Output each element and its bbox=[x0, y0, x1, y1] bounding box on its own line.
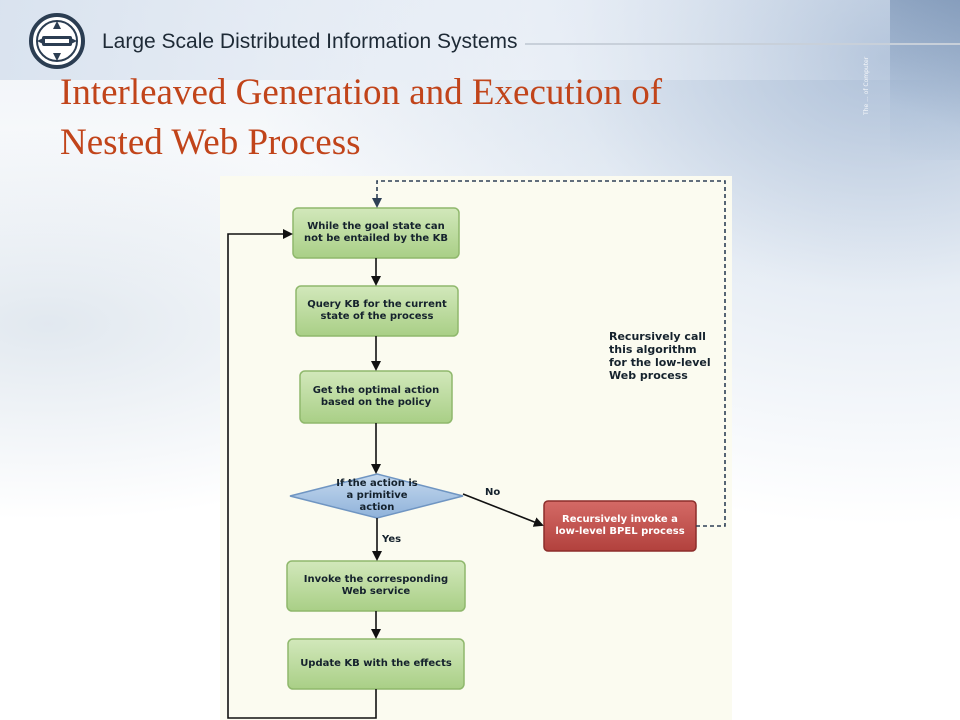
node-while-goal-label: While the goal state can not be entailed… bbox=[303, 221, 449, 244]
flowchart: While the goal state can not be entailed… bbox=[220, 176, 732, 720]
slide-title-line-1: Interleaved Generation and Execution of bbox=[60, 72, 663, 113]
slide-title-line-2: Nested Web Process bbox=[60, 122, 361, 163]
node-get-action-label: Get the optimal action based on the poli… bbox=[312, 385, 440, 408]
corner-art: The ... of Computer Science ... Any ... … bbox=[863, 0, 960, 160]
flowchart-svg bbox=[227, 180, 726, 719]
edge-update-loop-back bbox=[227, 229, 377, 719]
edge-label-yes: Yes bbox=[382, 534, 402, 545]
node-recursive-label: Recursively invoke a low-level BPEL proc… bbox=[555, 514, 685, 537]
node-query-kb bbox=[295, 285, 459, 337]
corner-text: The ... of Computer Science ... Any ... … bbox=[863, 55, 960, 115]
edge-label-no: No bbox=[485, 487, 501, 498]
recursion-note: Recursively call this algorithm for the … bbox=[609, 330, 711, 382]
edge-decision-to-recursive bbox=[462, 493, 544, 527]
lsdis-logo-icon bbox=[29, 13, 85, 69]
header-divider bbox=[525, 43, 960, 45]
edge-recursive-call-dashed bbox=[372, 180, 726, 527]
node-decision-label: If the action is a primitive action bbox=[336, 478, 418, 513]
header-band bbox=[0, 0, 960, 80]
node-invoke-ws-label: Invoke the corresponding Web service bbox=[303, 574, 449, 597]
slide-title: Interleaved Generation and Execution of … bbox=[60, 68, 860, 168]
node-update-kb-label: Update KB with the effects bbox=[300, 658, 452, 669]
course-title: Large Scale Distributed Information Syst… bbox=[102, 30, 518, 53]
node-query-kb-label: Query KB for the current state of the pr… bbox=[307, 299, 447, 322]
